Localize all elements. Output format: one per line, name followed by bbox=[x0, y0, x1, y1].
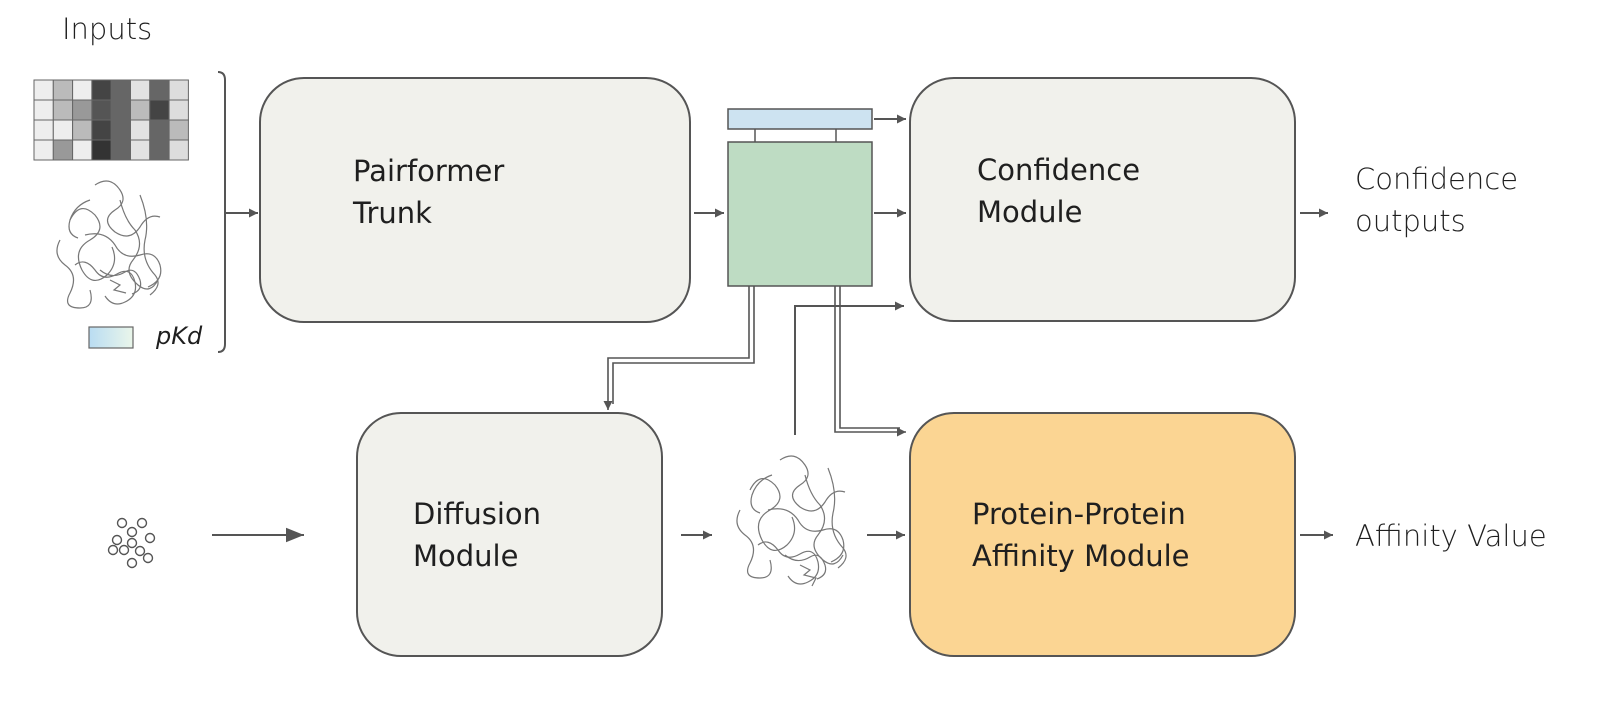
msa-cell bbox=[130, 119, 151, 141]
inputs-title: Inputs bbox=[62, 12, 153, 46]
pair-to-affinity-arrow bbox=[834, 286, 906, 437]
msa-cell bbox=[72, 99, 93, 121]
msa-cell bbox=[72, 139, 93, 161]
predicted-structure-icon bbox=[736, 455, 847, 587]
noise-atoms-icon bbox=[107, 517, 156, 569]
msa-cell bbox=[130, 139, 151, 161]
pkd-label: pKd bbox=[156, 322, 203, 350]
msa-cell bbox=[72, 79, 93, 101]
msa-cell bbox=[33, 139, 54, 161]
confidence-outputs-label: Confidence outputs bbox=[1355, 162, 1519, 238]
affinity-module-label: Protein-Protein Affinity Module bbox=[972, 497, 1190, 573]
msa-grid-icon bbox=[33, 79, 189, 161]
msa-cell bbox=[52, 79, 74, 101]
msa-cell bbox=[110, 119, 131, 141]
inputs-bracket bbox=[217, 71, 226, 353]
msa-cell bbox=[168, 99, 189, 121]
pkd-swatch bbox=[88, 326, 134, 349]
msa-cell bbox=[52, 119, 74, 141]
structure-to-confidence-arrow bbox=[794, 301, 904, 435]
msa-cell bbox=[52, 99, 74, 121]
msa-cell bbox=[52, 139, 74, 161]
msa-cell bbox=[168, 139, 189, 161]
msa-cell bbox=[149, 139, 170, 161]
pair-to-affinity-line bbox=[839, 286, 900, 429]
single-representation bbox=[727, 108, 873, 130]
pairformer-trunk-box bbox=[259, 77, 691, 323]
protein-structure-icon bbox=[56, 180, 162, 309]
msa-cell bbox=[130, 79, 151, 101]
confidence-module-box bbox=[909, 77, 1296, 322]
affinity-module-box bbox=[909, 412, 1296, 657]
msa-cell bbox=[149, 79, 170, 101]
msa-cell bbox=[91, 79, 112, 101]
msa-cell bbox=[110, 79, 131, 101]
pair-to-diffusion-arrow bbox=[603, 286, 750, 410]
pair-to-diffusion-line bbox=[612, 286, 755, 404]
diffusion-module-box bbox=[356, 412, 663, 657]
affinity-value-label: Affinity Value bbox=[1355, 519, 1547, 553]
msa-cell bbox=[72, 119, 93, 141]
msa-cell bbox=[130, 99, 151, 121]
msa-cell bbox=[168, 79, 189, 101]
diffusion-module-label: Diffusion Module bbox=[413, 497, 542, 573]
confidence-module-label: Confidence Module bbox=[977, 153, 1141, 229]
msa-cell bbox=[33, 99, 54, 121]
msa-cell bbox=[168, 119, 189, 141]
pairformer-trunk-label: Pairformer Trunk bbox=[353, 154, 505, 230]
msa-cell bbox=[149, 99, 170, 121]
msa-cell bbox=[91, 139, 112, 161]
msa-cell bbox=[91, 99, 112, 121]
pair-representation bbox=[727, 141, 873, 287]
msa-cell bbox=[33, 79, 54, 101]
msa-cell bbox=[110, 139, 131, 161]
msa-cell bbox=[33, 119, 54, 141]
msa-cell bbox=[149, 119, 170, 141]
msa-cell bbox=[91, 119, 112, 141]
msa-cell bbox=[110, 99, 131, 121]
